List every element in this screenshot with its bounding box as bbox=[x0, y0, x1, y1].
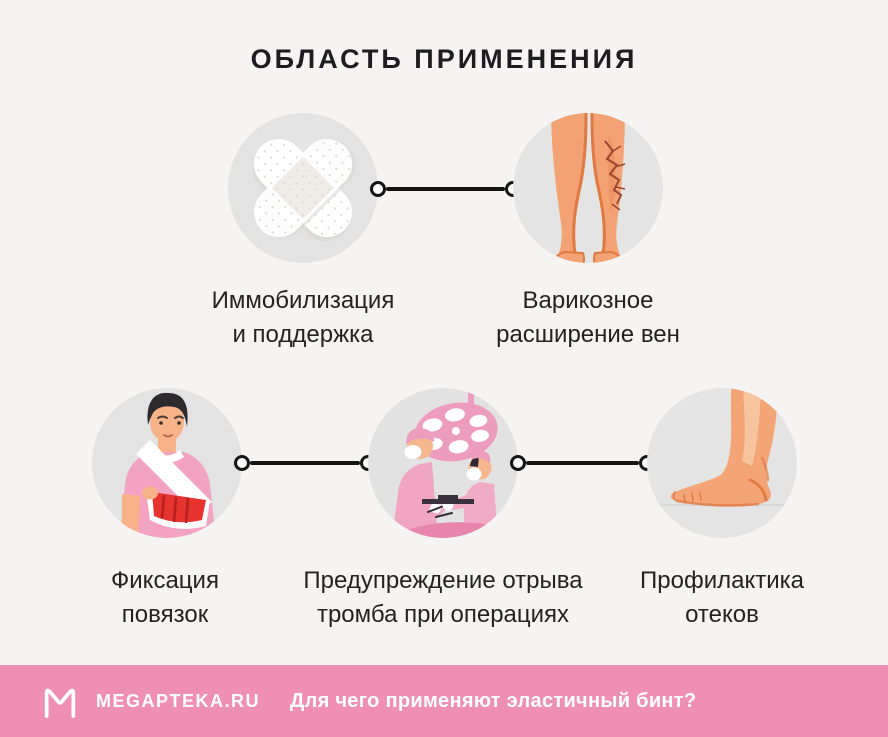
item-label: Варикозное расширение вен bbox=[496, 287, 680, 348]
crossed-plasters-icon bbox=[228, 113, 378, 263]
brand-name: MEGAPTEKA.RU bbox=[96, 690, 261, 711]
connector-dot bbox=[510, 455, 526, 471]
surgery-operation-illustration bbox=[368, 388, 518, 538]
item-label: Иммобилизация и поддержка bbox=[211, 287, 395, 348]
item-label: Фиксация повязок bbox=[111, 567, 219, 628]
connector-line bbox=[526, 461, 639, 465]
item-label: Профилактика отеков bbox=[640, 567, 804, 628]
varicose-veins-legs-illustration bbox=[513, 113, 663, 263]
surgery-icon bbox=[368, 388, 518, 538]
footer-bar: MEGAPTEKA.RU Для чего применяют эластичн… bbox=[0, 665, 888, 737]
page-title: ОБЛАСТЬ ПРИМЕНЕНИЯ bbox=[250, 44, 638, 74]
item-label: Предупреждение отрыва тромба при операци… bbox=[303, 567, 583, 628]
foot-icon bbox=[647, 388, 797, 538]
crossed-plasters-illustration bbox=[228, 113, 378, 263]
connector-line bbox=[250, 461, 360, 465]
arm-sling-icon bbox=[92, 388, 242, 538]
man-arm-sling-illustration bbox=[92, 388, 242, 538]
connector-dot bbox=[370, 181, 386, 197]
connector-dot bbox=[234, 455, 250, 471]
megapteka-logo-icon bbox=[44, 688, 76, 718]
connector-line bbox=[386, 187, 505, 191]
foot-illustration bbox=[647, 388, 797, 538]
footer-question: Для чего применяют эластичный бинт? bbox=[290, 689, 697, 712]
varicose-legs-icon bbox=[513, 113, 663, 263]
